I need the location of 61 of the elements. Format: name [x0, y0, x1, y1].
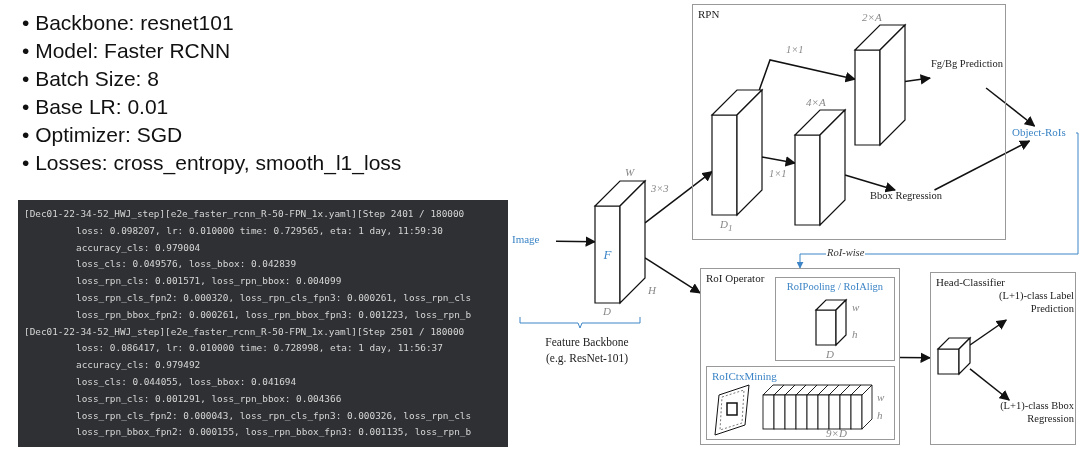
operator-panel: [700, 268, 900, 445]
pooling-panel: [775, 277, 895, 361]
node-label: F: [602, 246, 613, 263]
bullet-item: • Backbone: resnet101: [22, 10, 234, 36]
log-line: loss_rpn_bbox_fpn2: 0.000155, loss_rpn_bbox_fpn3: 0.001135, loss_rpn_b: [76, 425, 472, 440]
edge-label: 3×3: [650, 183, 670, 195]
dimension-label: 2×A: [862, 11, 882, 23]
log-line: loss: 0.086417, lr: 0.010000 time: 0.728998, eta: 1 day, 11:56:37: [76, 341, 443, 356]
output-label: Fg/Bg Prediction: [930, 58, 1004, 88]
input-label: Image: [512, 233, 556, 249]
dimension-label: D: [826, 348, 834, 360]
arrow: [969, 319, 1008, 346]
panel-title: RoICtxMining: [712, 370, 777, 382]
edge-label: 1×1: [768, 168, 788, 180]
log-line: [Dec01-22-34-52_HWJ_step][e2e_faster_rcnn_R-50-FPN_1x.yaml][Step 2401 / 180000: [24, 207, 465, 221]
dimension-label: W: [625, 166, 635, 178]
bullet-item: • Optimizer: SGD: [22, 122, 183, 148]
mining-panel: [706, 366, 895, 440]
edge-label: RoI-wise: [826, 247, 866, 259]
arrow: [758, 59, 856, 91]
dimension-label: 4×A: [806, 96, 826, 108]
panel-title: RPN: [698, 8, 720, 20]
node-label: Feature Backbone (e.g. ResNet-101): [544, 335, 630, 364]
bullet-item: • Losses: cross_entropy, smooth_l1_loss: [22, 150, 402, 176]
output-label: Bbox Regression: [870, 190, 970, 205]
dimension-label: D: [603, 305, 611, 317]
log-line: loss_rpn_cls_fpn2: 0.000043, loss_rpn_cls_fpn3: 0.000326, loss_rpn_cls: [76, 408, 472, 423]
dimension-label: w: [852, 301, 860, 313]
log-line: accuracy_cls: 0.979004: [76, 240, 201, 255]
rpn-panel: [692, 4, 1006, 240]
arrow: [933, 140, 1031, 191]
log-line: loss_cls: 0.049576, loss_bbox: 0.042839: [76, 257, 297, 272]
classifier-panel: [930, 272, 1076, 445]
log-line: accuracy_cls: 0.979492: [76, 358, 201, 373]
dimension-label: H: [648, 284, 656, 296]
log-line: [Dec01-22-34-52_HWJ_step][e2e_faster_rcnn_R-50-FPN_1x.yaml][Step 2501 / 180000: [24, 324, 465, 339]
log-line: loss: 0.098207, lr: 0.010000 time: 0.729565, eta: 1 day, 11:59:30: [76, 223, 443, 238]
log-line: loss_rpn_bbox_fpn2: 0.000261, loss_rpn_bbox_fpn3: 0.001223, loss_rpn_b: [76, 307, 472, 322]
log-line: loss_cls: 0.044055, loss_bbox: 0.041694: [76, 375, 297, 389]
arrow: [899, 352, 932, 363]
bullet-item: • Model: Faster RCNN: [22, 38, 231, 64]
output-label: Object-RoIs: [1012, 126, 1076, 141]
output-label: (L+1)-class Label Prediction: [982, 290, 1074, 320]
panel-title: RoIPooling / RoIAlign: [785, 281, 885, 292]
dimension-label: D$_{1}$: [720, 218, 733, 235]
edge-label: 1×1: [785, 44, 805, 56]
arrow: [796, 132, 1079, 269]
panel-title: Head-Classifier: [936, 276, 1006, 288]
dimension-label: h: [852, 328, 858, 340]
bullet-item: • Batch Size: 8: [22, 66, 159, 92]
log-line: loss_rpn_cls_fpn2: 0.000320, loss_rpn_cls_fpn3: 0.000261, loss_rpn_cls: [76, 291, 472, 305]
output-label: (L+1)-class Bbox Regression: [982, 400, 1074, 430]
dimension-label: w: [877, 391, 885, 403]
arrow: [985, 87, 1036, 127]
panel-title: RoI Operator: [706, 272, 765, 284]
log-line: loss_rpn_cls: 0.001291, loss_rpn_bbox: 0.004366: [76, 391, 342, 406]
arrow: [969, 368, 1010, 401]
log-line: loss_rpn_cls: 0.001571, loss_rpn_bbox: 0.004099: [76, 274, 342, 289]
dimension-label: h: [877, 409, 883, 421]
bullet-item: • Base LR: 0.01: [22, 94, 169, 120]
dimension-label: 9×D: [826, 427, 847, 439]
